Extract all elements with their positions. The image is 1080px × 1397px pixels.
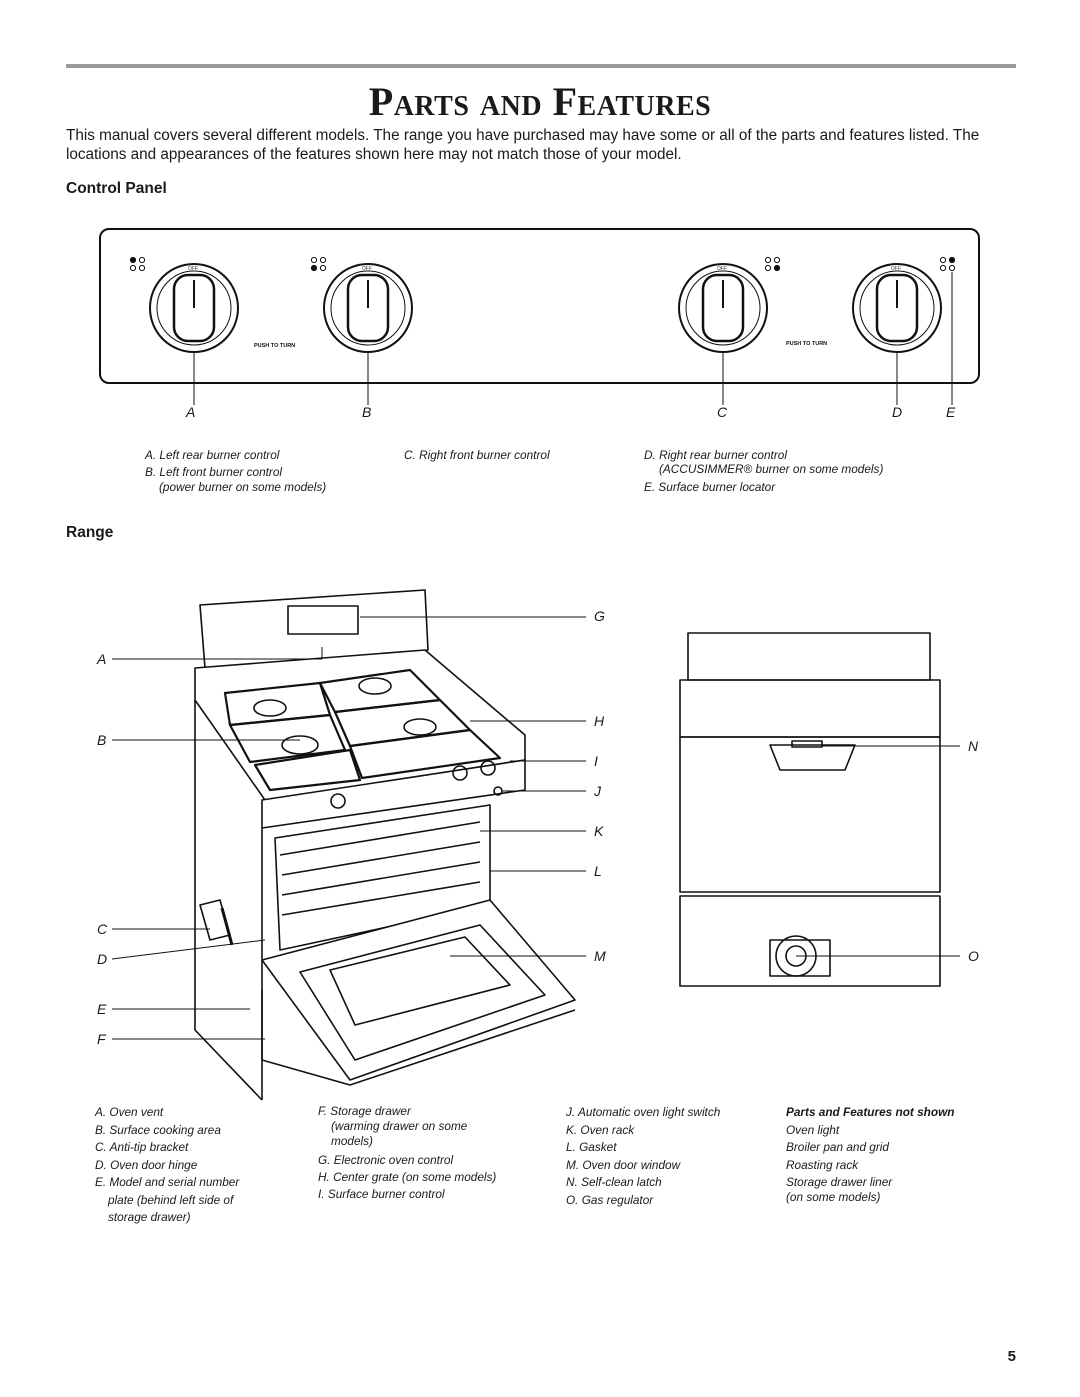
cp-caption-b-note: (power burner on some models)	[159, 480, 327, 494]
svg-text:OFF: OFF	[891, 266, 901, 272]
knob-right-front: OFF	[678, 263, 768, 353]
intro-paragraph: This manual covers several different mod…	[66, 127, 980, 163]
range-letter-o: O	[968, 948, 979, 964]
range-letter-l: L	[594, 863, 602, 879]
control-panel-diagram: OFF OFF OFF OFF PUSH TO TURN PUSH TO TUR…	[99, 228, 980, 405]
knob-left-rear: OFF	[149, 263, 239, 353]
range-letter-b: B	[97, 732, 107, 748]
range-letter-i: I	[594, 753, 598, 769]
range-letter-m: M	[594, 948, 606, 964]
cp-caption-c: C. Right front burner control	[404, 448, 550, 462]
range-letter-j: J	[594, 783, 601, 799]
page-title: Parts and Features	[368, 79, 712, 124]
cp-caption-b: B. Left front burner control	[145, 465, 283, 479]
cp-letter-c: C	[717, 404, 728, 420]
cp-caption-e: E. Surface burner locator	[644, 480, 776, 494]
cp-caption-a: A. Left rear burner control	[145, 448, 280, 462]
range-letter-h: H	[594, 713, 605, 729]
range-letter-k: K	[594, 823, 604, 839]
cp-letter-b: B	[362, 404, 372, 420]
cp-letter-a: A	[186, 404, 196, 420]
range-letter-g: G	[594, 608, 605, 624]
range-letter-f: F	[97, 1031, 106, 1047]
svg-text:OFF: OFF	[362, 266, 372, 272]
header-rule	[66, 64, 1016, 68]
svg-text:PUSH TO TURN: PUSH TO TURN	[254, 343, 295, 349]
page-number: 5	[1007, 1348, 1016, 1365]
cp-letter-d: D	[892, 404, 903, 420]
legend-col-3: J. Automatic oven light switch K. Oven r…	[566, 1105, 721, 1207]
range-diagram	[111, 589, 960, 1101]
svg-text:OFF: OFF	[717, 266, 727, 272]
legend-col-4: Parts and Features not shown Oven light …	[786, 1105, 955, 1204]
cp-letter-e: E	[946, 404, 956, 420]
svg-text:PUSH TO TURN: PUSH TO TURN	[786, 341, 827, 347]
legend-col-1: A. Oven vent B. Surface cooking area C. …	[95, 1105, 240, 1224]
cp-caption-d-note: (ACCUSIMMER® burner on some models)	[659, 462, 884, 476]
range-letter-c: C	[97, 921, 108, 937]
range-letter-a: A	[97, 651, 107, 667]
control-panel-heading: Control Panel	[66, 180, 167, 197]
knob-right-rear: OFF	[852, 263, 942, 353]
svg-text:OFF: OFF	[188, 266, 198, 272]
legend-col-2: F. Storage drawer (warming drawer on som…	[318, 1104, 497, 1201]
range-letter-n: N	[968, 738, 979, 754]
range-letter-e: E	[97, 1001, 107, 1017]
range-letter-d: D	[97, 951, 108, 967]
range-heading: Range	[66, 524, 114, 541]
cp-caption-d: D. Right rear burner control	[644, 448, 787, 462]
burner-locator-icon	[129, 256, 956, 272]
